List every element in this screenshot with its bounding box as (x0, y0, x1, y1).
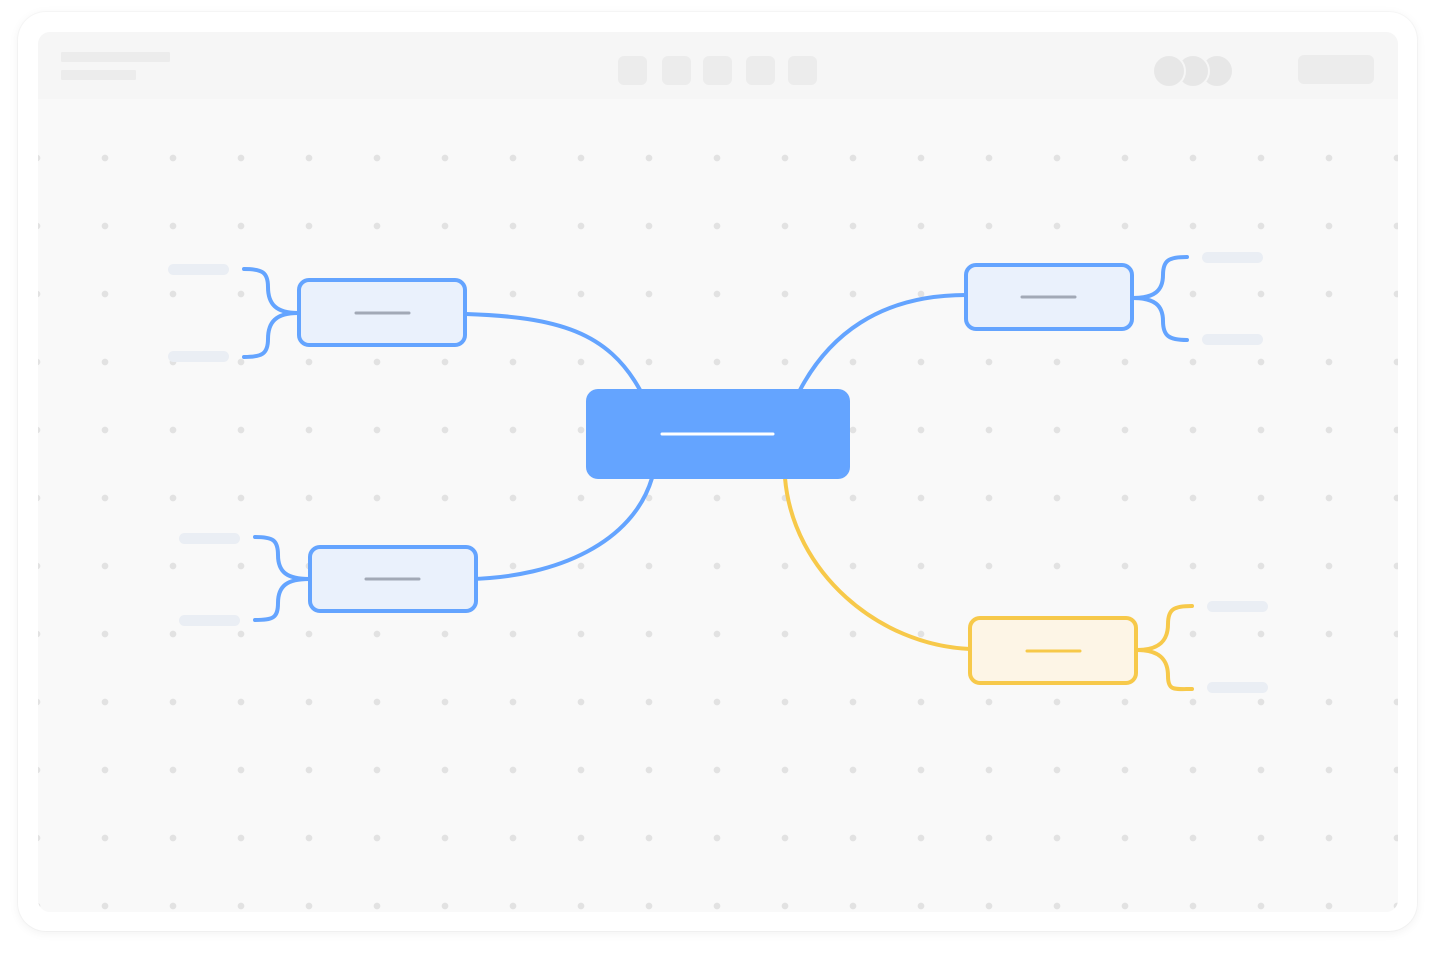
top-toolbar (38, 32, 1398, 99)
brace-icon (1135, 604, 1194, 692)
branch-top-left[interactable] (297, 278, 467, 347)
central-topic[interactable] (586, 389, 850, 479)
subtopic-placeholder[interactable] (179, 615, 240, 626)
connector-bottom-left (468, 476, 654, 581)
subtopic-placeholder[interactable] (1207, 682, 1268, 693)
document-title[interactable] (61, 52, 170, 62)
connector-bottom-right (783, 476, 972, 651)
connector-top-right (798, 293, 968, 392)
brace-icon (1131, 255, 1189, 342)
brace-icon (253, 535, 311, 622)
connector-top-left (464, 312, 642, 392)
subtopic-placeholder[interactable] (179, 533, 240, 544)
select-tool-icon[interactable] (618, 56, 647, 85)
connector-tool-icon[interactable] (746, 56, 775, 85)
text-tool-icon[interactable] (703, 56, 732, 85)
share-button[interactable] (1298, 55, 1374, 84)
branch-top-right[interactable] (964, 263, 1134, 331)
mindmap-diagram (168, 252, 1268, 693)
subtopic-placeholder[interactable] (168, 264, 229, 275)
subtopic-placeholder[interactable] (168, 351, 229, 362)
brace-icon (242, 267, 300, 359)
branch-bottom-right[interactable] (968, 616, 1138, 685)
more-tools-icon[interactable] (788, 56, 817, 85)
subtopic-placeholder[interactable] (1202, 252, 1263, 263)
branch-bottom-left[interactable] (308, 545, 478, 613)
whiteboard-app (38, 32, 1398, 912)
avatar[interactable] (1152, 54, 1186, 88)
shape-tool-icon[interactable] (662, 56, 691, 85)
document-subtitle (61, 70, 136, 80)
subtopic-placeholder[interactable] (1202, 334, 1263, 345)
subtopic-placeholder[interactable] (1207, 601, 1268, 612)
mindmap-canvas[interactable] (38, 99, 1398, 912)
